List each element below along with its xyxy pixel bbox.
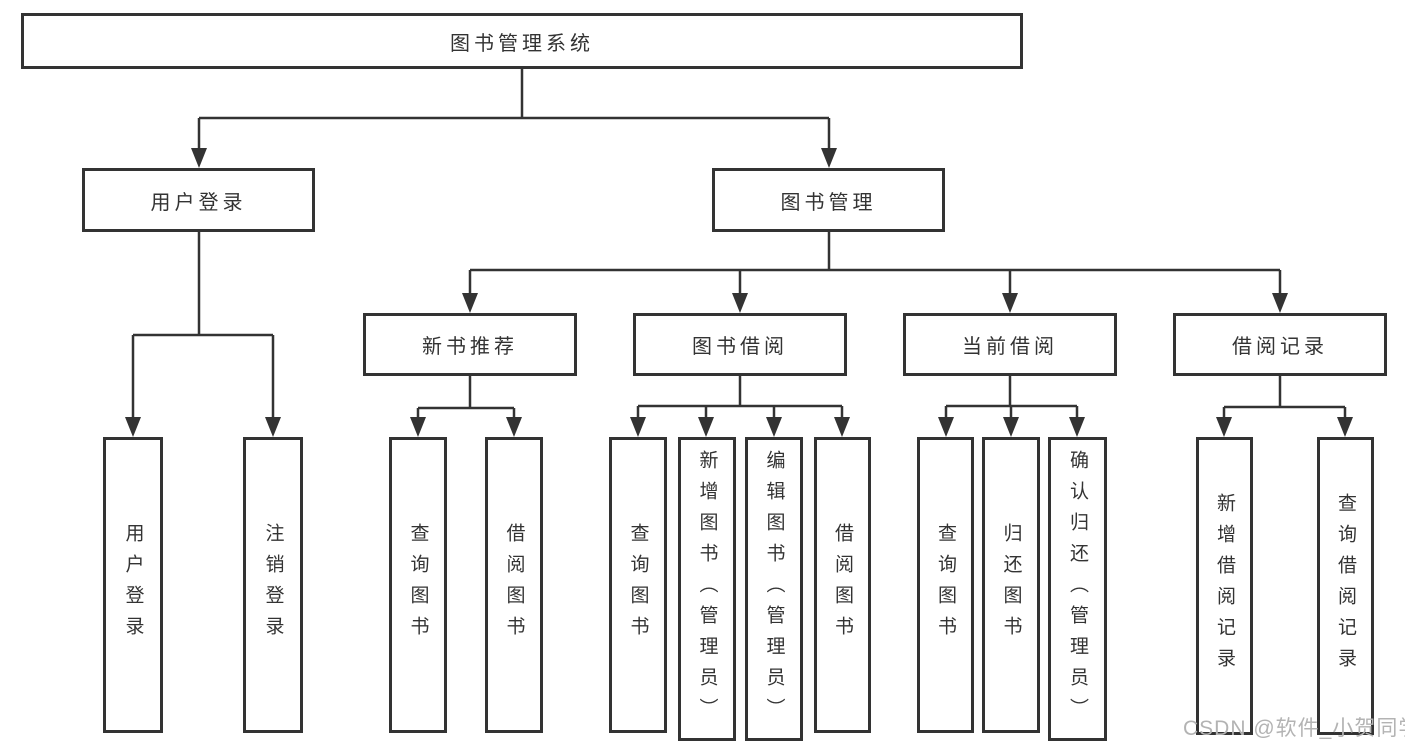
- leaf-borrow-book-2-label: 借阅图书: [832, 523, 853, 647]
- leaf-add-book-label: 新增图书（管理员）: [696, 449, 718, 729]
- node-borrow-records-label: 借阅记录: [1232, 336, 1328, 358]
- node-root: 图书管理系统: [21, 13, 1023, 69]
- node-book-management-label: 图书管理: [780, 191, 877, 214]
- leaf-query-book-2: 查询图书: [609, 437, 667, 733]
- node-user-login-label: 用户登录: [150, 191, 247, 214]
- leaf-edit-book: 编辑图书（管理员）: [745, 437, 803, 741]
- csdn-watermark: CSDN @软件_小贺同学: [1183, 717, 1405, 740]
- connector-stems: [131, 69, 1347, 424]
- leaf-query-book-2-label: 查询图书: [627, 523, 649, 647]
- leaf-add-book: 新增图书（管理员）: [678, 437, 736, 741]
- node-book-management: 图书管理: [712, 168, 945, 232]
- node-new-book-recommend: 新书推荐: [363, 313, 577, 376]
- leaf-borrow-book-2: 借阅图书: [814, 437, 871, 733]
- leaf-query-record: 查询借阅记录: [1317, 437, 1374, 735]
- leaf-add-record: 新增借阅记录: [1196, 437, 1253, 735]
- leaf-query-book-1: 查询图书: [389, 437, 447, 733]
- node-root-label: 图书管理系统: [450, 32, 594, 55]
- leaf-query-book-1-label: 查询图书: [407, 523, 429, 647]
- leaf-user-login-label: 用户登录: [122, 523, 144, 647]
- leaf-borrow-book-1-label: 借阅图书: [503, 523, 525, 647]
- leaf-edit-book-label: 编辑图书（管理员）: [763, 449, 785, 729]
- node-user-login: 用户登录: [82, 168, 315, 232]
- leaf-user-login: 用户登录: [103, 437, 163, 733]
- leaf-logout-label: 注销登录: [262, 523, 284, 647]
- leaf-query-book-3: 查询图书: [917, 437, 974, 733]
- leaf-return-book: 归还图书: [982, 437, 1040, 733]
- leaf-return-book-label: 归还图书: [1000, 523, 1022, 647]
- node-borrow-records: 借阅记录: [1173, 313, 1387, 376]
- node-current-borrow: 当前借阅: [903, 313, 1117, 376]
- leaf-confirm-return-label: 确认归还（管理员）: [1067, 449, 1088, 729]
- leaf-query-record-label: 查询借阅记录: [1335, 493, 1356, 679]
- leaf-add-record-label: 新增借阅记录: [1214, 493, 1235, 679]
- leaf-query-book-3-label: 查询图书: [935, 523, 956, 647]
- leaf-confirm-return: 确认归还（管理员）: [1048, 437, 1107, 741]
- node-new-book-recommend-label: 新书推荐: [422, 336, 518, 358]
- leaf-borrow-book-1: 借阅图书: [485, 437, 543, 733]
- node-current-borrow-label: 当前借阅: [962, 336, 1058, 358]
- node-book-borrow: 图书借阅: [633, 313, 847, 376]
- leaf-logout: 注销登录: [243, 437, 303, 733]
- node-book-borrow-label: 图书借阅: [692, 336, 788, 358]
